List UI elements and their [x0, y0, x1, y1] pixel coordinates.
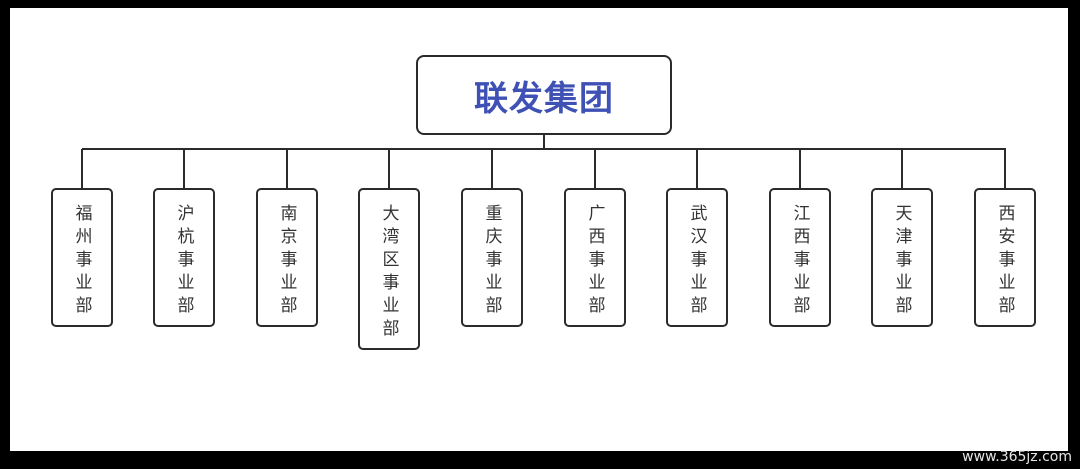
department-node-fuzhou: 福州事业部	[51, 188, 113, 327]
department-label: 大湾区事业部	[378, 204, 399, 342]
department-label: 西安事业部	[994, 204, 1015, 319]
department-label: 广西事业部	[584, 204, 605, 319]
department-node-nanjing: 南京事业部	[256, 188, 318, 327]
department-label: 重庆事业部	[481, 204, 502, 319]
department-label: 武汉事业部	[686, 204, 707, 319]
department-node-wuhan: 武汉事业部	[666, 188, 728, 327]
department-node-dawanqu: 大湾区事业部	[358, 188, 420, 350]
department-node-jiangxi: 江西事业部	[769, 188, 831, 327]
department-label: 福州事业部	[71, 204, 92, 319]
org-chart-canvas: 联发集团 福州事业部 沪杭事业部 南京事业部 大湾区事业部 重庆事业部 广西事业…	[10, 8, 1068, 451]
department-label: 南京事业部	[276, 204, 297, 319]
root-node-label: 联发集团	[474, 78, 614, 119]
department-label: 天津事业部	[891, 204, 912, 319]
department-node-chongqing: 重庆事业部	[461, 188, 523, 327]
department-node-guangxi: 广西事业部	[564, 188, 626, 327]
connector-lines	[81, 135, 1006, 188]
department-node-xian: 西安事业部	[974, 188, 1036, 327]
watermark-text: www.365jz.com	[962, 449, 1072, 465]
department-label: 沪杭事业部	[173, 204, 194, 319]
department-node-huhang: 沪杭事业部	[153, 188, 215, 327]
root-node: 联发集团	[416, 55, 672, 135]
department-label: 江西事业部	[789, 204, 810, 319]
department-node-tianjin: 天津事业部	[871, 188, 933, 327]
